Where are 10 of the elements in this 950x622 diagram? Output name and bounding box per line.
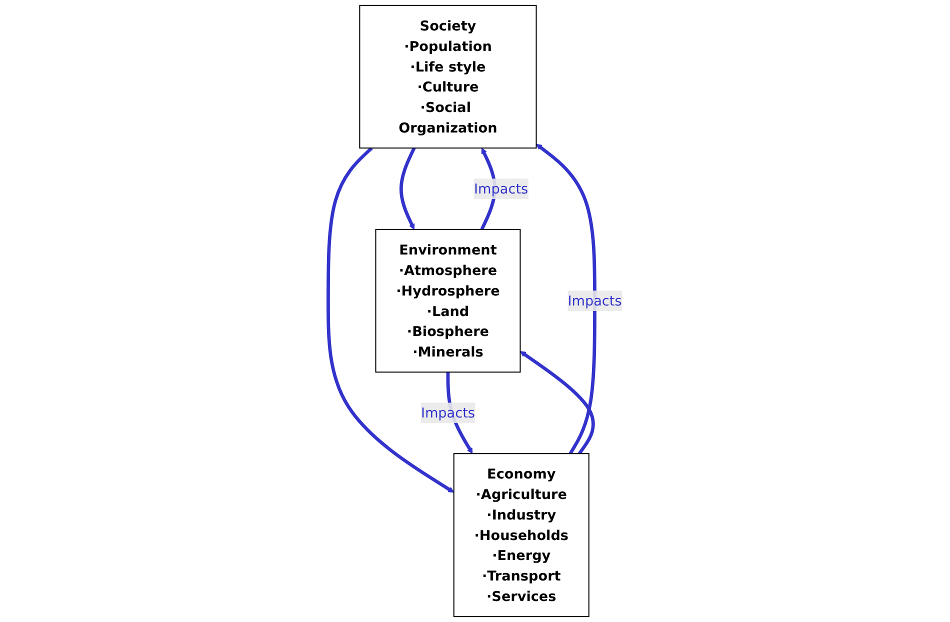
arrow (536, 144, 596, 454)
arrow (399, 147, 416, 230)
node-box: Economy ·Agriculture ·Industry ·Households ·Energy ·Transport ·Services (453, 453, 590, 618)
edge-label: Impacts (474, 180, 528, 197)
edge-label: Impacts (420, 404, 475, 422)
edge-label: Impacts (568, 292, 622, 309)
arrow (326, 146, 454, 493)
arrow (520, 351, 595, 455)
node-box: Environment ·Atmosphere ·Hydrosphere ·Land ·Biosphere ·Minerals (375, 229, 521, 373)
node-box: Society ·Population ·Life style ·Culture ·Social Organization (359, 4, 537, 149)
